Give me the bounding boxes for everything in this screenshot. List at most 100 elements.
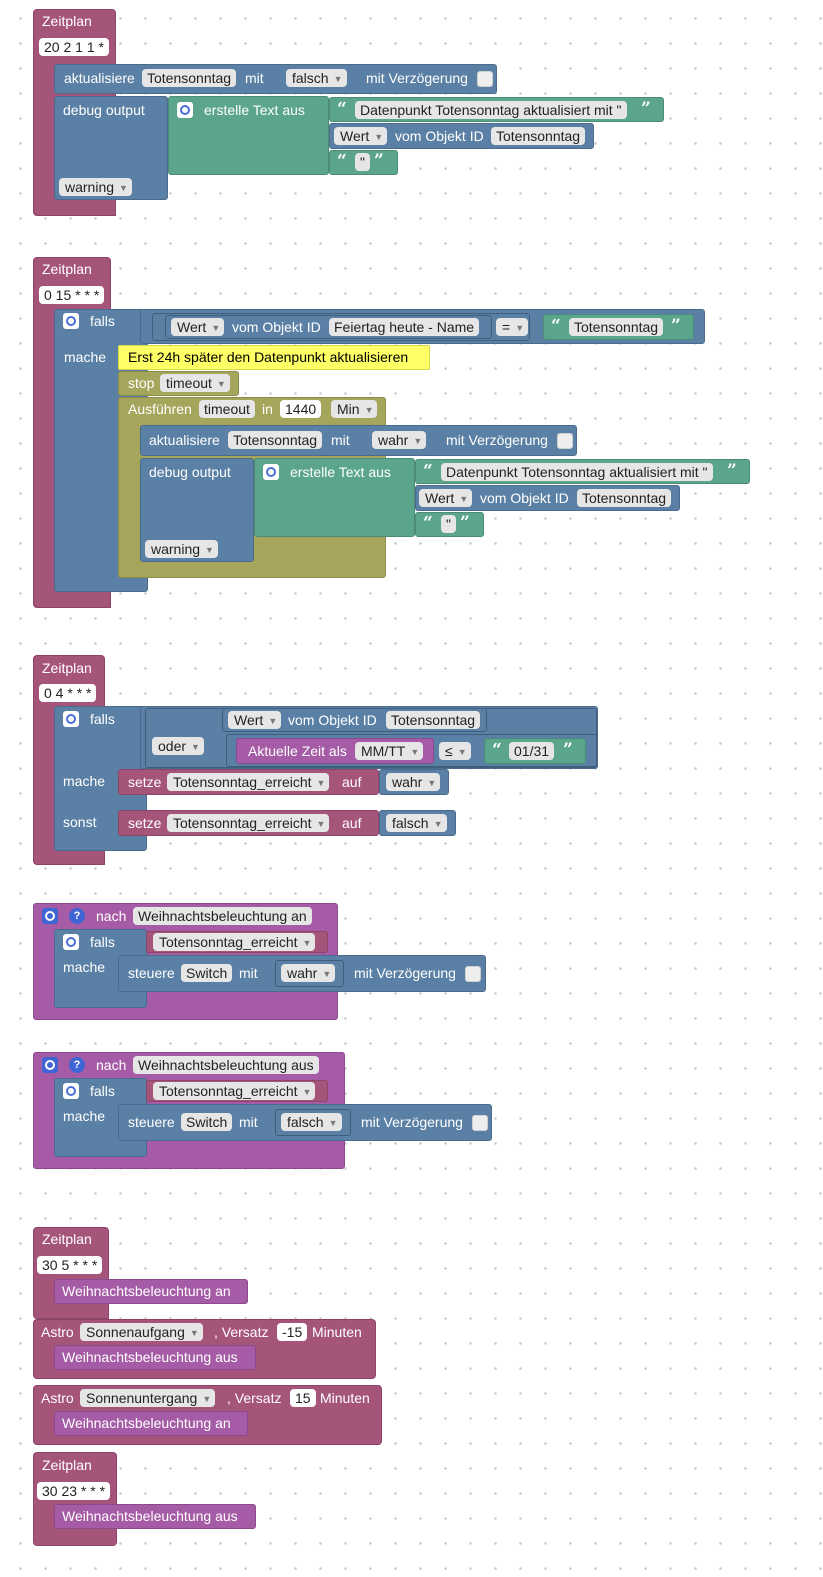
attribute-dropdown[interactable]: Wert▼ bbox=[334, 127, 388, 145]
log-level-dropdown[interactable]: warning▼ bbox=[59, 178, 132, 196]
gear-icon[interactable] bbox=[63, 1083, 79, 1099]
help-icon[interactable]: ? bbox=[69, 1057, 85, 1073]
time-format-dropdown[interactable]: MM/TT▼ bbox=[355, 742, 424, 760]
update-label: aktualisiere bbox=[149, 432, 220, 448]
call-function-label: Weihnachtsbeleuchtung an bbox=[62, 1283, 231, 1299]
log-level-dropdown[interactable]: warning▼ bbox=[145, 540, 218, 558]
offset-field[interactable]: 15 bbox=[290, 1389, 316, 1407]
comment-block[interactable] bbox=[118, 345, 430, 370]
text-field[interactable]: 01/31 bbox=[509, 742, 555, 760]
gear-icon[interactable] bbox=[63, 711, 79, 727]
text-field[interactable]: " bbox=[355, 153, 370, 171]
variable-dropdown[interactable]: Totensonntag_erreicht▼ bbox=[167, 773, 330, 791]
comment-text[interactable]: Erst 24h später den Datenpunkt aktualisi… bbox=[128, 349, 409, 365]
dropdown-value: Sonnenuntergang bbox=[86, 1390, 198, 1406]
set-label: setze bbox=[128, 774, 162, 790]
in-label: in bbox=[262, 401, 273, 417]
dropdown-value: wahr bbox=[378, 432, 409, 448]
astro-event-dropdown[interactable]: Sonnenaufgang▼ bbox=[80, 1323, 203, 1341]
gear-icon[interactable] bbox=[177, 102, 193, 118]
update-block[interactable] bbox=[54, 64, 497, 94]
delay-field[interactable]: 1440 bbox=[280, 400, 322, 418]
create-text-block[interactable] bbox=[168, 96, 329, 175]
help-icon[interactable]: ? bbox=[69, 908, 85, 924]
close-quote-icon: ” bbox=[671, 316, 681, 336]
function-name-field[interactable]: Weihnachtsbeleuchtung an bbox=[133, 907, 312, 925]
unit-dropdown[interactable]: Min▼ bbox=[331, 400, 378, 418]
set-label: setze bbox=[128, 815, 162, 831]
attribute-dropdown[interactable]: Wert▼ bbox=[228, 711, 282, 729]
cron-field[interactable]: 30 5 * * * bbox=[37, 1256, 103, 1274]
dropdown-value: warning bbox=[151, 541, 201, 557]
call-function-label: Weihnachtsbeleuchtung aus bbox=[62, 1349, 238, 1365]
stop-label: stop bbox=[128, 375, 155, 391]
bool-dropdown[interactable]: falsch▼ bbox=[386, 814, 447, 832]
delay-checkbox[interactable] bbox=[557, 433, 573, 449]
object-id-field[interactable]: Totensonntag bbox=[386, 711, 481, 729]
object-id-field[interactable]: Totensonntag bbox=[228, 431, 323, 449]
dropdown-value: Wert bbox=[425, 490, 455, 506]
delay-checkbox[interactable] bbox=[472, 1115, 488, 1131]
gear-icon[interactable] bbox=[263, 464, 279, 480]
value-dropdown[interactable]: falsch▼ bbox=[286, 69, 347, 87]
object-id-field[interactable]: Switch bbox=[181, 964, 233, 982]
gear-icon[interactable] bbox=[42, 1057, 58, 1073]
operator-dropdown[interactable]: ≤▼ bbox=[439, 742, 471, 760]
astro-event-dropdown[interactable]: Sonnenuntergang▼ bbox=[80, 1389, 216, 1407]
call-function-block[interactable] bbox=[54, 1411, 248, 1436]
cron-field[interactable]: 0 4 * * * bbox=[39, 684, 97, 702]
text-field[interactable]: Datenpunkt Totensonntag aktualisiert mit… bbox=[355, 101, 627, 119]
current-time-label: Aktuelle Zeit als bbox=[248, 743, 347, 759]
object-id-field[interactable]: Switch bbox=[181, 1113, 233, 1131]
call-function-block[interactable] bbox=[54, 1345, 256, 1370]
gear-icon[interactable] bbox=[63, 934, 79, 950]
attribute-dropdown[interactable]: Wert▼ bbox=[171, 318, 225, 336]
cron-field[interactable]: 0 15 * * * bbox=[39, 286, 105, 304]
logic-operator-dropdown[interactable]: oder▼ bbox=[152, 737, 204, 755]
timeout-name-field[interactable]: timeout bbox=[199, 400, 255, 418]
text-field[interactable]: " bbox=[441, 515, 456, 533]
delay-checkbox[interactable] bbox=[465, 966, 481, 982]
control-label: steuere bbox=[128, 965, 175, 981]
call-function-block[interactable] bbox=[54, 1504, 256, 1529]
value-dropdown[interactable]: wahr▼ bbox=[372, 431, 427, 449]
object-id-field[interactable]: Feiertag heute - Name bbox=[329, 318, 480, 336]
function-name-field[interactable]: Weihnachtsbeleuchtung aus bbox=[133, 1056, 319, 1074]
if-label: falls bbox=[90, 1083, 115, 1099]
chevron-down-icon: ▼ bbox=[515, 323, 525, 333]
gear-icon[interactable] bbox=[63, 313, 79, 329]
object-id-field[interactable]: Totensonntag bbox=[577, 489, 672, 507]
object-id-field[interactable]: Totensonntag bbox=[142, 69, 237, 87]
from-object-label: vom Objekt ID bbox=[480, 490, 569, 506]
offset-label: , Versatz bbox=[214, 1324, 269, 1340]
cron-field[interactable]: 30 23 * * * bbox=[37, 1482, 111, 1500]
close-quote-icon: ” bbox=[727, 461, 737, 481]
dropdown-value: Sonnenaufgang bbox=[86, 1324, 185, 1340]
bool-dropdown[interactable]: wahr▼ bbox=[281, 964, 336, 982]
create-text-block[interactable] bbox=[254, 458, 415, 537]
call-function-block[interactable] bbox=[54, 1279, 248, 1304]
timeout-dropdown[interactable]: timeout▼ bbox=[160, 374, 230, 392]
dropdown-value: Totensonntag_erreicht bbox=[173, 774, 312, 790]
bool-dropdown[interactable]: wahr▼ bbox=[386, 773, 441, 791]
dropdown-value: Wert bbox=[234, 712, 264, 728]
text-field[interactable]: Totensonntag bbox=[569, 318, 664, 336]
offset-field[interactable]: -15 bbox=[277, 1323, 308, 1341]
open-quote-icon: “ bbox=[337, 99, 347, 119]
cron-field[interactable]: 20 2 1 1 * bbox=[39, 38, 109, 56]
dropdown-value: oder bbox=[158, 738, 187, 754]
delay-checkbox[interactable] bbox=[477, 71, 493, 87]
variable-dropdown[interactable]: Totensonntag_erreicht▼ bbox=[153, 933, 316, 951]
dropdown-value: ≤ bbox=[445, 743, 453, 759]
variable-dropdown[interactable]: Totensonntag_erreicht▼ bbox=[167, 814, 330, 832]
operator-dropdown[interactable]: =▼ bbox=[496, 318, 529, 336]
object-id-field[interactable]: Totensonntag bbox=[491, 127, 586, 145]
open-quote-icon: “ bbox=[423, 513, 433, 533]
text-field[interactable]: Datenpunkt Totensonntag aktualisiert mit… bbox=[441, 463, 713, 481]
gear-icon[interactable] bbox=[42, 908, 58, 924]
chevron-down-icon: ▼ bbox=[302, 938, 312, 948]
bool-dropdown[interactable]: falsch▼ bbox=[281, 1113, 342, 1131]
update-block[interactable] bbox=[140, 425, 577, 456]
attribute-dropdown[interactable]: Wert▼ bbox=[419, 489, 473, 507]
variable-dropdown[interactable]: Totensonntag_erreicht▼ bbox=[153, 1082, 316, 1100]
